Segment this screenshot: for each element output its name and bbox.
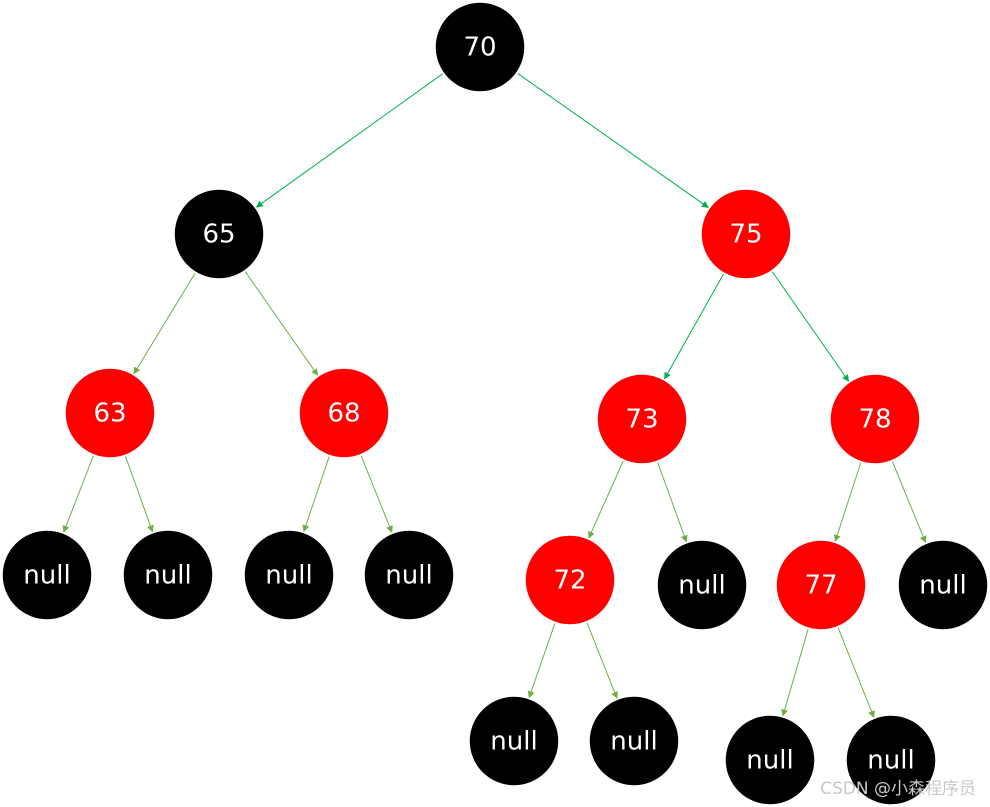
node-circle-n73 xyxy=(596,373,688,465)
tree-node-n65: 65 xyxy=(173,188,265,280)
node-circle-null1 xyxy=(1,529,93,621)
edge-n72-null7 xyxy=(527,623,556,699)
tree-node-null3: null xyxy=(243,529,335,621)
tree-node-null9: null xyxy=(724,714,816,806)
node-circle-null3 xyxy=(243,529,335,621)
node-label-n72: 72 xyxy=(553,566,586,596)
node-circle-n75 xyxy=(700,188,792,280)
tree-node-null4: null xyxy=(363,529,455,621)
tree-node-n73: 73 xyxy=(596,373,688,465)
tree-node-null7: null xyxy=(468,695,560,787)
node-circle-n70 xyxy=(434,1,526,93)
tree-node-n75: 75 xyxy=(700,188,792,280)
edge-n77-null9 xyxy=(781,629,809,717)
edge-n70-n75 xyxy=(517,73,709,208)
edge-n65-n63 xyxy=(133,273,196,375)
tree-node-n63: 63 xyxy=(64,367,156,459)
edge-n70-n65 xyxy=(255,73,443,208)
edge-n72-null8 xyxy=(586,622,618,699)
edge-n78-null6 xyxy=(891,461,927,544)
node-circle-null10 xyxy=(845,714,937,806)
tree-node-null5: null xyxy=(656,539,748,631)
node-label-n68: 68 xyxy=(327,399,360,429)
tree-node-n77: 77 xyxy=(775,539,867,631)
tree-node-null8: null xyxy=(588,695,680,787)
tree-node-n72: 72 xyxy=(524,534,616,626)
edge-n77-null10 xyxy=(837,627,875,718)
node-label-null9: null xyxy=(746,746,793,776)
tree-node-null2: null xyxy=(122,529,214,621)
edge-n68-null4 xyxy=(360,455,393,533)
node-circle-null2 xyxy=(122,529,214,621)
node-circle-n68 xyxy=(298,367,390,459)
edge-n63-null1 xyxy=(62,455,94,533)
node-circle-n78 xyxy=(829,373,921,465)
edge-n68-null3 xyxy=(302,456,330,533)
node-circle-null6 xyxy=(897,539,989,631)
tree-node-n68: 68 xyxy=(298,367,390,459)
node-circle-null7 xyxy=(468,695,560,787)
node-label-n75: 75 xyxy=(729,220,762,250)
node-label-null5: null xyxy=(678,571,725,601)
tree-node-n78: 78 xyxy=(829,373,921,465)
node-label-n78: 78 xyxy=(858,405,891,435)
tree-node-n70: 70 xyxy=(434,1,526,93)
edges-layer xyxy=(62,73,927,718)
node-label-null4: null xyxy=(385,561,432,591)
node-label-null8: null xyxy=(610,727,657,757)
node-label-null2: null xyxy=(144,561,191,591)
node-label-n70: 70 xyxy=(463,33,496,63)
node-circle-null9 xyxy=(724,714,816,806)
edge-n75-n73 xyxy=(664,273,724,380)
node-label-n63: 63 xyxy=(93,399,126,429)
edge-n78-n77 xyxy=(833,462,862,542)
node-label-null10: null xyxy=(867,746,914,776)
node-circle-null5 xyxy=(656,539,748,631)
tree-node-null1: null xyxy=(1,529,93,621)
node-label-null7: null xyxy=(490,727,537,757)
node-label-null6: null xyxy=(919,571,966,601)
edge-n73-n72 xyxy=(588,460,624,539)
node-circle-n77 xyxy=(775,539,867,631)
edge-n73-null5 xyxy=(657,462,688,543)
edge-n65-n68 xyxy=(244,271,319,376)
edge-n75-n78 xyxy=(771,271,850,382)
tree-node-null6: null xyxy=(897,539,989,631)
node-circle-null8 xyxy=(588,695,680,787)
node-circle-n65 xyxy=(173,188,265,280)
node-circle-null4 xyxy=(363,529,455,621)
node-circle-n63 xyxy=(64,367,156,459)
watermark: CSDN @小森程序员 xyxy=(820,779,976,799)
edge-n63-null2 xyxy=(125,456,154,533)
node-label-null3: null xyxy=(265,561,312,591)
node-label-n73: 73 xyxy=(625,405,658,435)
tree-node-null10: null xyxy=(845,714,937,806)
node-label-null1: null xyxy=(23,561,70,591)
node-label-n77: 77 xyxy=(804,571,837,601)
node-label-n65: 65 xyxy=(202,220,235,250)
node-circle-n72 xyxy=(524,534,616,626)
